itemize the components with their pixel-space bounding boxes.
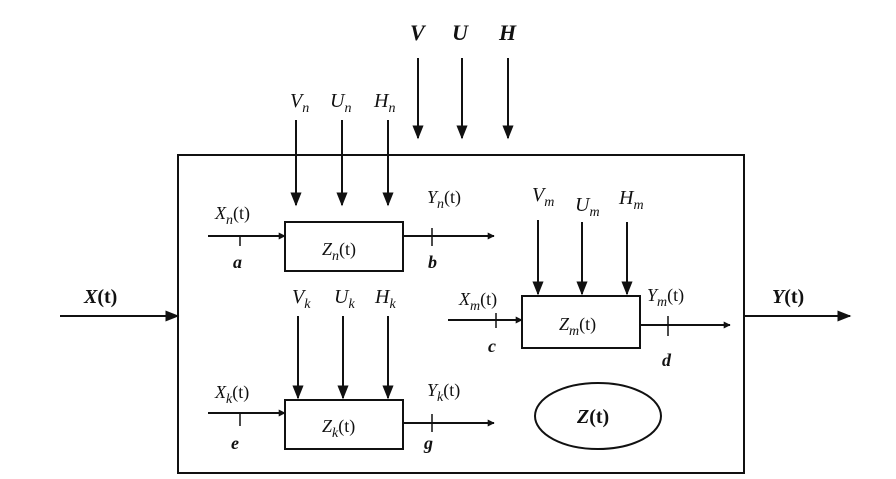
point-d-label: d <box>662 350 672 370</box>
point-g-label: g <box>423 433 433 453</box>
block-n-state-label: Zn(t) <box>322 239 356 264</box>
block-m-output-label: Ym(t) <box>647 285 684 310</box>
system-state-label: Z(t) <box>576 406 609 428</box>
block-m-v-label: Vm <box>532 184 554 210</box>
external-h-label: H <box>498 20 517 45</box>
point-c-label: c <box>488 336 496 356</box>
block-n: Vn Un Hn Zn(t) Xn(t) a Yn(t) b <box>208 90 495 272</box>
block-k-u-label: Uk <box>334 286 355 312</box>
block-m-u-label: Um <box>575 194 600 220</box>
system-output-label: Y(t) <box>772 286 804 308</box>
block-k-v-label: Vk <box>292 286 311 312</box>
block-k-box <box>284 399 404 450</box>
external-u-label: U <box>452 20 469 45</box>
system-state-ellipse <box>534 382 662 450</box>
block-m-state-label: Zm(t) <box>559 314 596 339</box>
external-inputs: V U H <box>410 20 517 140</box>
block-n-u-label: Un <box>330 90 351 116</box>
block-m-input-label: Xm(t) <box>458 289 497 314</box>
block-k-output-label: Yk(t) <box>427 380 460 405</box>
system-input: X(t) <box>60 286 180 322</box>
block-k-state-label: Zk(t) <box>322 416 355 441</box>
point-b-label: b <box>428 252 437 272</box>
system-output: Y(t) <box>744 286 852 322</box>
block-k: Vk Uk Hk Zk(t) Xk(t) e Yk(t) g <box>208 286 495 453</box>
system-state: Z(t) <box>534 382 662 450</box>
block-m-h-label: Hm <box>618 187 644 213</box>
block-k-input-label: Xk(t) <box>214 382 249 407</box>
block-m: Vm Um Hm Zm(t) Xm(t) c Ym(t) d <box>448 184 731 370</box>
block-n-output-label: Yn(t) <box>427 187 461 212</box>
block-n-v-label: Vn <box>290 90 309 116</box>
external-v-label: V <box>410 20 427 45</box>
block-n-h-label: Hn <box>373 90 395 116</box>
block-k-h-label: Hk <box>374 286 396 312</box>
system-input-label: X(t) <box>83 286 117 308</box>
block-n-box <box>284 221 404 272</box>
point-a-label: a <box>233 252 242 272</box>
point-e-label: e <box>231 433 239 453</box>
block-n-input-label: Xn(t) <box>214 203 250 228</box>
